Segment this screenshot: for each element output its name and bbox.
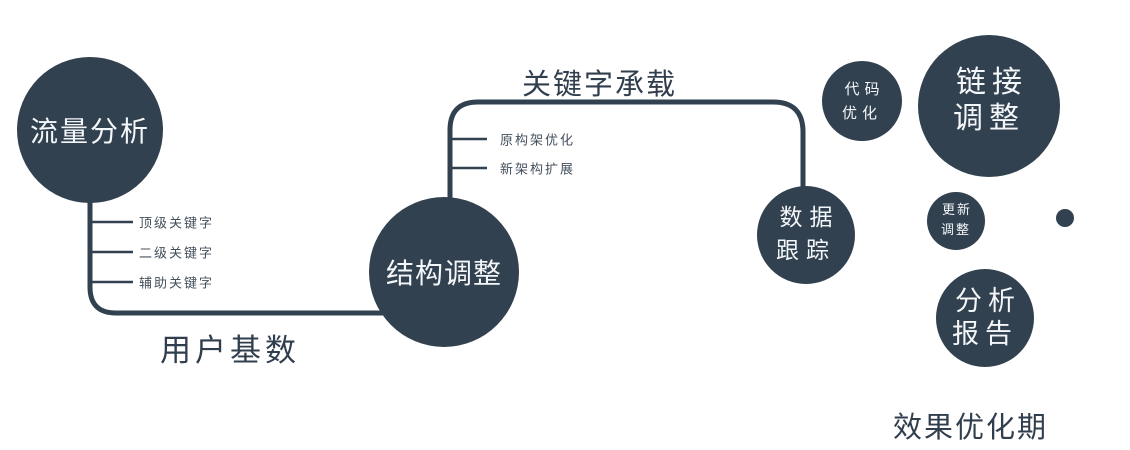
edge-label-user-base: 用户基数 [160, 333, 300, 369]
node-data-tracking: 数据 跟踪 [757, 186, 855, 284]
node-analysis-report: 分析 报告 [936, 269, 1034, 367]
branch-label-second-keywords: 二级关键字 [139, 246, 215, 262]
node-structure-adjustment: 结构调整 [369, 197, 519, 347]
node-code-optimization: 代码 优化 [822, 61, 902, 141]
branch-label-aux-keywords: 辅助关键字 [139, 276, 215, 292]
bullet-dot [1056, 209, 1074, 227]
branch-label-original-arch: 原构架优化 [500, 133, 576, 149]
branch-label-top-keywords: 顶级关键字 [139, 216, 215, 232]
footer-label-effect-period: 效果优化期 [893, 410, 1049, 444]
edge-label-keyword-bearing: 关键字承载 [522, 67, 678, 101]
branch-label-new-arch: 新架构扩展 [500, 162, 576, 178]
node-traffic-analysis: 流量分析 [17, 57, 163, 203]
node-link-adjustment: 链接 调整 [918, 35, 1060, 177]
edge-structure-to-tracking [447, 99, 806, 204]
node-update-adjustment: 更新 调整 [927, 192, 985, 250]
edge-traffic-to-structure [87, 190, 438, 316]
